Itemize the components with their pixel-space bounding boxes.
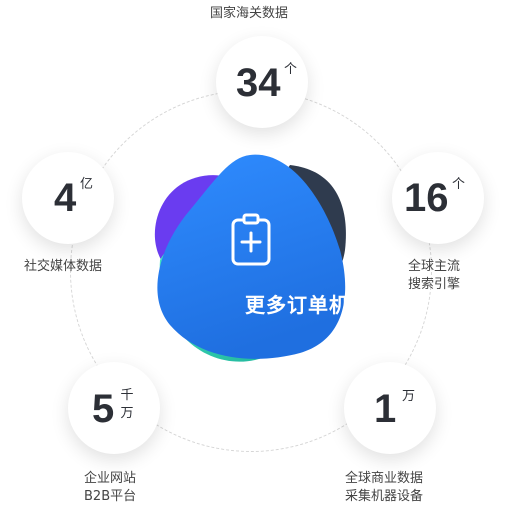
stat-bubble-devices: 1 万 xyxy=(344,362,436,454)
stat-bubble-customs: 34 个 xyxy=(216,36,308,128)
stat-bubble-social-media: 4 亿 xyxy=(22,152,114,244)
left-caption: 社交媒体数据 xyxy=(24,259,103,274)
stat-value: 34 xyxy=(236,61,281,105)
stat-value: 4 xyxy=(54,176,77,220)
bottom-right-caption-line2: 采集机器设备 xyxy=(345,489,424,504)
stat-value: 5 xyxy=(92,387,115,431)
stat-unit-line2: 万 xyxy=(120,406,134,421)
stat-value: 16 xyxy=(404,176,449,220)
blob-shapes xyxy=(154,154,346,362)
stat-bubble-search-engines: 16 个 xyxy=(392,152,484,244)
bottom-left-caption-line2: B2B平台 xyxy=(84,489,137,504)
stat-value: 1 xyxy=(374,387,397,431)
center-blob xyxy=(140,145,370,375)
top-caption: 国家海关数据 xyxy=(210,6,289,21)
stat-unit-line1: 千 xyxy=(120,388,134,403)
right-caption-line1: 全球主流 xyxy=(408,259,461,274)
blue-blob xyxy=(157,154,346,359)
stat-unit: 个 xyxy=(284,62,298,77)
stat-unit: 亿 xyxy=(80,177,94,192)
center-title: 更多订单机会 xyxy=(245,293,371,317)
bottom-right-caption-line1: 全球商业数据 xyxy=(345,471,424,486)
stat-bubble-b2b: 5 千 万 xyxy=(68,362,160,454)
right-caption-line2: 搜索引擎 xyxy=(408,277,461,292)
clipboard-plus-icon xyxy=(231,213,271,266)
bottom-left-caption-line1: 企业网站 xyxy=(84,471,137,486)
stat-unit: 万 xyxy=(402,389,416,404)
stat-unit: 个 xyxy=(452,177,466,192)
